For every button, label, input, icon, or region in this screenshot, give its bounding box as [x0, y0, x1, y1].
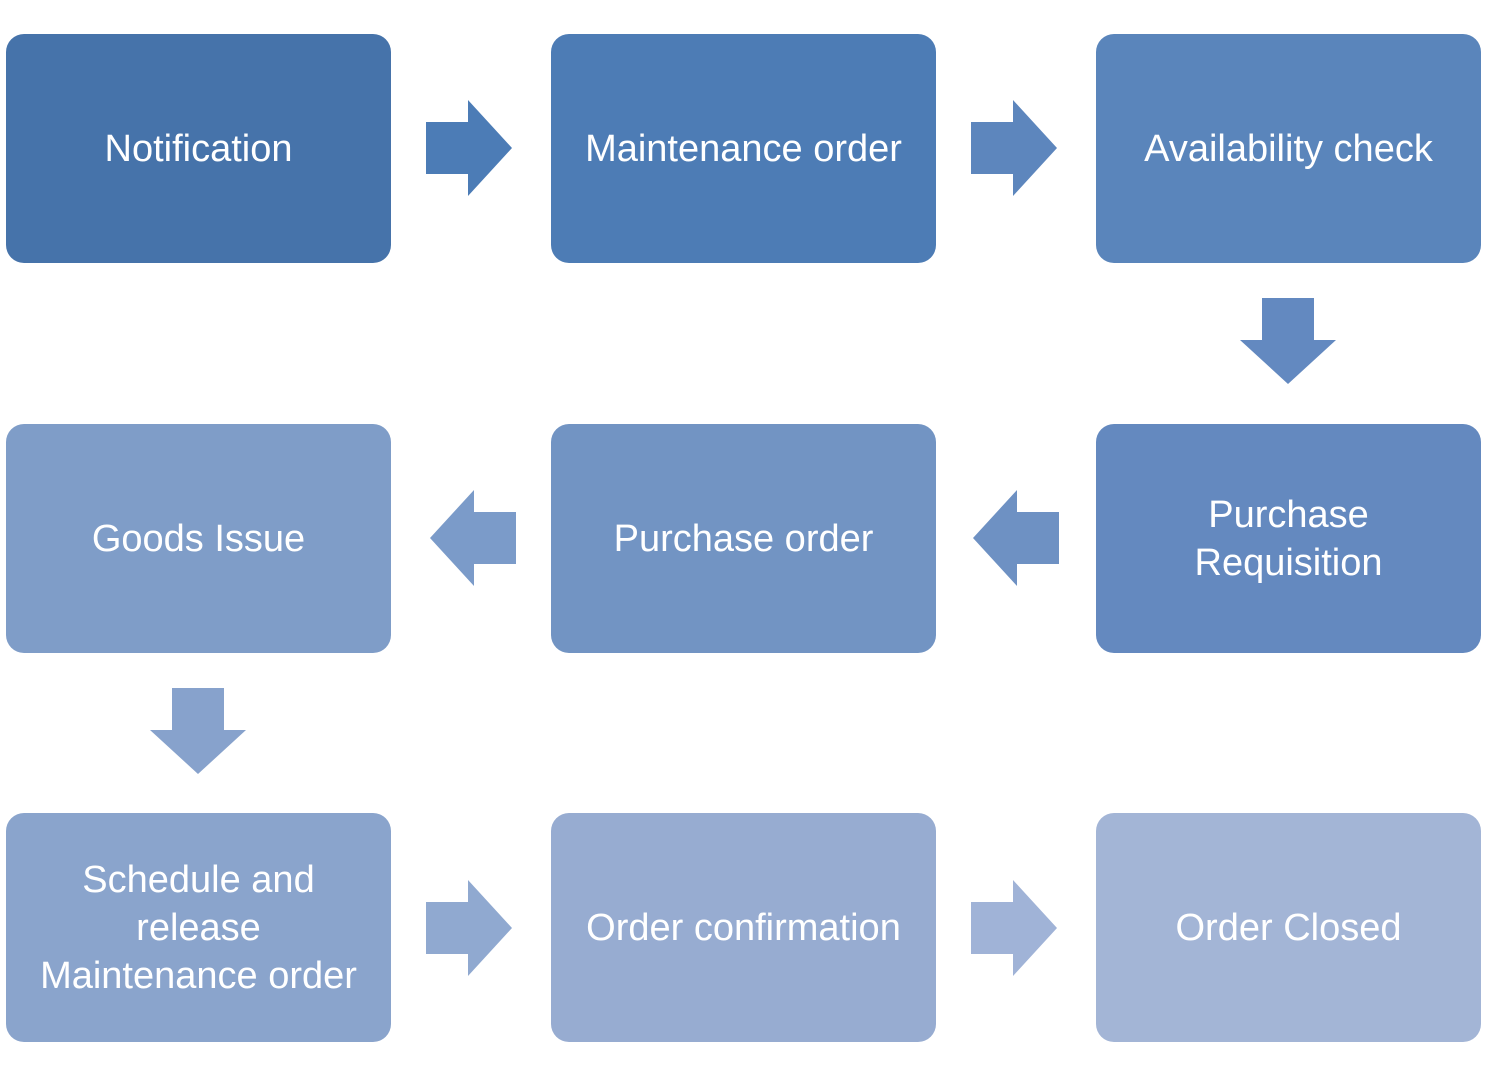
step-order-confirmation: Order confirmation	[551, 813, 936, 1042]
step-availability-check: Availability check	[1096, 34, 1481, 263]
step-order-closed: Order Closed	[1096, 813, 1481, 1042]
arrow-left-icon	[973, 490, 1059, 586]
arrow-down-icon	[1240, 298, 1336, 384]
step-maintenance-order: Maintenance order	[551, 34, 936, 263]
step-purchase-requisition: Purchase Requisition	[1096, 424, 1481, 653]
arrow-down-icon	[150, 688, 246, 774]
arrow-right-icon	[971, 880, 1057, 976]
arrow-right-icon	[426, 880, 512, 976]
arrow-right-icon	[426, 100, 512, 196]
arrow-left-icon	[430, 490, 516, 586]
step-schedule-release: Schedule and release Maintenance order	[6, 813, 391, 1042]
arrow-right-icon	[971, 100, 1057, 196]
step-notification: Notification	[6, 34, 391, 263]
step-purchase-order: Purchase order	[551, 424, 936, 653]
step-goods-issue: Goods Issue	[6, 424, 391, 653]
